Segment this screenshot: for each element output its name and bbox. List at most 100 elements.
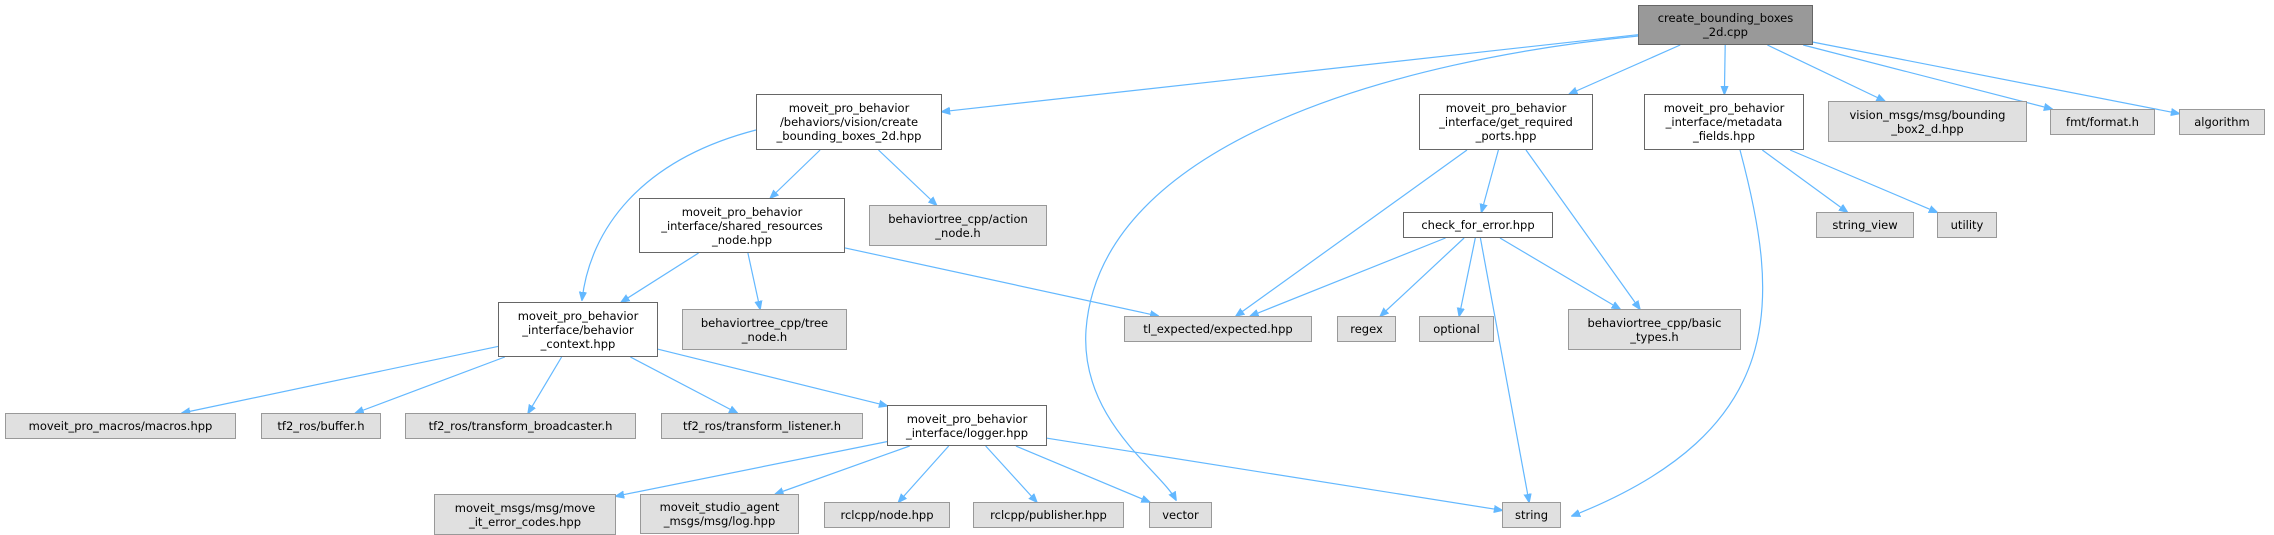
edge-logger-to-vector xyxy=(1015,445,1150,502)
node-label-line: _box2_d.hpp xyxy=(1891,121,1964,136)
node-root[interactable]: create_bounding_boxes_2d.cpp xyxy=(1638,5,1813,45)
node-label-line: algorithm xyxy=(2194,115,2250,129)
edge-shared-to-context xyxy=(621,252,699,302)
node-vision: vision_msgs/msg/bounding_box2_d.hpp xyxy=(1828,101,2027,142)
edge-logger-to-log xyxy=(775,445,910,494)
node-label-line: _node.h xyxy=(741,329,788,344)
edge-context-to-logger xyxy=(657,348,887,406)
edge-logger-to-node-hpp xyxy=(899,445,950,502)
node-label-line: tf2_ros/buffer.h xyxy=(277,419,365,433)
edge-metadata-to-string-view xyxy=(1761,149,1847,212)
edge-check-error-to-tl-expected xyxy=(1251,237,1446,316)
node-optional: optional xyxy=(1419,316,1494,342)
edge-shared-to-tl-expected xyxy=(844,247,1158,316)
node-regex: regex xyxy=(1337,316,1396,342)
node-label-line: moveit_studio_agent xyxy=(659,500,780,514)
edge-metadata-to-string xyxy=(1572,149,1764,516)
edge-bbox-hpp-to-action-node xyxy=(878,149,937,205)
node-tree-node: behaviortree_cpp/tree_node.h xyxy=(682,309,847,350)
node-label-line: _bounding_boxes_2d.hpp xyxy=(776,129,922,143)
edge-root-to-get-required xyxy=(1569,44,1681,94)
node-label-line: _interface/shared_resources xyxy=(661,218,823,233)
node-label-line: rclcpp/node.hpp xyxy=(840,508,934,522)
edge-logger-to-string xyxy=(1046,437,1502,510)
node-node-hpp: rclcpp/node.hpp xyxy=(824,502,950,528)
node-error-codes: moveit_msgs/msg/move_it_error_codes.hpp xyxy=(434,494,616,535)
node-label-line: moveit_pro_macros/macros.hpp xyxy=(28,419,213,433)
node-label-line: _context.hpp xyxy=(540,336,616,351)
edge-get-required-to-check-error xyxy=(1482,149,1499,212)
node-publisher: rclcpp/publisher.hpp xyxy=(973,502,1124,528)
node-utility: utility xyxy=(1937,212,1997,238)
edge-metadata-to-utility xyxy=(1789,149,1937,212)
edge-bbox-hpp-to-shared xyxy=(770,149,821,198)
node-label-line: _ports.hpp xyxy=(1475,129,1537,143)
node-action-node: behaviortree_cpp/action_node.h xyxy=(869,205,1047,246)
node-check-error[interactable]: check_for_error.hpp xyxy=(1403,212,1553,238)
node-label-line: _fields.hpp xyxy=(1692,129,1756,143)
edge-context-to-listener xyxy=(630,356,737,413)
node-label-line: check_for_error.hpp xyxy=(1421,218,1535,232)
edge-shared-to-tree-node xyxy=(747,252,760,309)
node-label-line: _types.h xyxy=(1630,329,1679,344)
node-label-line: utility xyxy=(1950,218,1984,232)
node-buffer: tf2_ros/buffer.h xyxy=(261,413,381,439)
node-label-line: moveit_pro_behavior xyxy=(788,101,910,115)
node-context[interactable]: moveit_pro_behavior_interface/behavior_c… xyxy=(498,302,658,357)
edge-logger-to-error-codes xyxy=(616,441,888,497)
edge-root-to-metadata xyxy=(1724,44,1725,94)
node-label-line: vision_msgs/msg/bounding xyxy=(1849,107,2006,122)
node-bbox-hpp[interactable]: moveit_pro_behavior/behaviors/vision/cre… xyxy=(756,94,942,150)
node-label-line: optional xyxy=(1433,322,1480,336)
node-log: moveit_studio_agent_msgs/msg/log.hpp xyxy=(640,494,799,534)
edge-context-to-broadcaster xyxy=(528,356,563,413)
node-label-line: _interface/get_required xyxy=(1439,115,1573,129)
edge-root-to-fmt xyxy=(1803,44,2052,109)
node-label-line: behaviortree_cpp/tree xyxy=(700,315,829,330)
node-label-line: tf2_ros/transform_listener.h xyxy=(682,419,842,433)
node-label-line: tl_expected/expected.hpp xyxy=(1143,322,1293,336)
edge-logger-to-publisher xyxy=(985,445,1037,502)
edge-root-to-bbox-hpp xyxy=(942,34,1639,112)
edge-root-to-vision xyxy=(1767,44,1884,101)
node-label-line: rclcpp/publisher.hpp xyxy=(990,508,1107,522)
node-metadata[interactable]: moveit_pro_behavior_interface/metadata_f… xyxy=(1644,94,1804,150)
node-label-line: /behaviors/vision/create xyxy=(779,115,919,129)
node-label-line: moveit_pro_behavior xyxy=(1663,101,1785,115)
node-label-line: _interface/metadata xyxy=(1665,115,1783,129)
node-label-line: moveit_pro_behavior xyxy=(906,411,1028,426)
node-broadcaster: tf2_ros/transform_broadcaster.h xyxy=(405,413,636,439)
node-get-required[interactable]: moveit_pro_behavior_interface/get_requir… xyxy=(1419,94,1593,150)
node-algorithm: algorithm xyxy=(2179,109,2265,135)
edge-check-error-to-regex xyxy=(1380,237,1465,316)
node-label-line: moveit_pro_behavior xyxy=(681,204,803,219)
node-label-line: _node.h xyxy=(935,225,981,240)
node-label-line: _interface/logger.hpp xyxy=(905,425,1029,440)
node-vector: vector xyxy=(1149,502,1212,528)
node-label-line: string_view xyxy=(1832,218,1898,232)
node-listener: tf2_ros/transform_listener.h xyxy=(661,413,863,439)
node-label-line: _node.hpp xyxy=(712,232,772,247)
edge-context-to-macros xyxy=(182,345,499,413)
edge-get-required-to-tl-expected xyxy=(1236,149,1468,316)
node-label-line: vector xyxy=(1162,508,1199,522)
node-tl-expected: tl_expected/expected.hpp xyxy=(1124,316,1312,342)
edge-root-to-vector xyxy=(1085,35,1639,500)
node-fmt: fmt/format.h xyxy=(2050,109,2155,135)
node-string: string xyxy=(1502,502,1561,528)
node-shared[interactable]: moveit_pro_behavior_interface/shared_res… xyxy=(639,198,845,253)
node-macros: moveit_pro_macros/macros.hpp xyxy=(5,413,236,439)
node-label-line: regex xyxy=(1350,322,1383,336)
node-label-line: moveit_pro_behavior xyxy=(517,308,639,323)
node-string-view: string_view xyxy=(1816,212,1914,238)
node-logger[interactable]: moveit_pro_behavior_interface/logger.hpp xyxy=(887,405,1047,446)
node-label-line: string xyxy=(1514,508,1548,522)
edge-bbox-hpp-to-context xyxy=(582,129,757,300)
node-label-line: create_bounding_boxes xyxy=(1657,11,1794,25)
node-basic-types: behaviortree_cpp/basic_types.h xyxy=(1568,309,1741,350)
node-label-line: behaviortree_cpp/basic xyxy=(1587,315,1722,330)
node-label-line: moveit_msgs/msg/move xyxy=(454,500,596,515)
edge-check-error-to-basic-types xyxy=(1499,237,1620,309)
edge-check-error-to-string xyxy=(1479,237,1529,502)
